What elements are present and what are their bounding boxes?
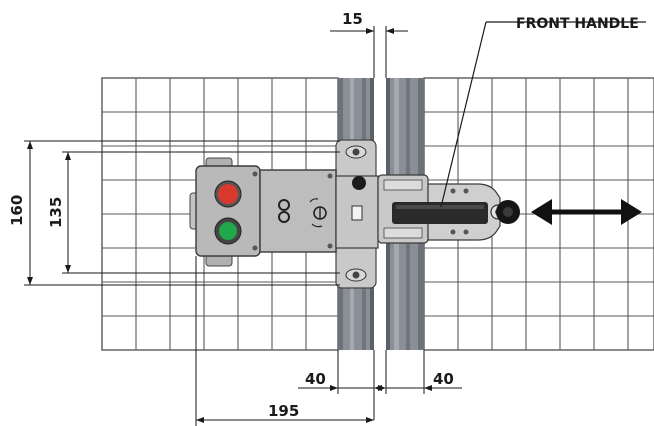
front-handle-leader bbox=[440, 21, 646, 208]
dimension-height-inner-value: 135 bbox=[47, 197, 65, 228]
dimension-right-profile-value: 40 bbox=[433, 370, 454, 388]
dimension-height-outer-value: 160 bbox=[8, 195, 26, 226]
dimension-height-outer bbox=[24, 140, 340, 286]
actuator-slot bbox=[351, 205, 363, 221]
mounting-screw-bottom bbox=[345, 268, 367, 282]
dimension-height-inner bbox=[62, 151, 340, 274]
mounting-screw-top bbox=[345, 145, 367, 159]
dimension-gap-top bbox=[330, 26, 408, 78]
dimension-overall-width-value: 195 bbox=[268, 402, 299, 420]
dimension-overall-width bbox=[195, 256, 374, 426]
unlock-key-icon bbox=[309, 198, 327, 228]
start-button-green bbox=[214, 217, 242, 245]
front-handle-label: FRONT HANDLE bbox=[516, 16, 639, 32]
dimension-gap-top-value: 15 bbox=[342, 10, 363, 28]
double-headed-arrow-icon bbox=[531, 199, 642, 225]
dimension-right-profile bbox=[378, 350, 462, 394]
indicator-lamp bbox=[352, 176, 366, 190]
switch-housing bbox=[189, 157, 379, 267]
dimension-left-profile-value: 40 bbox=[305, 370, 326, 388]
front-handle bbox=[377, 174, 520, 244]
key-slot-icon bbox=[278, 199, 290, 223]
stop-button-red bbox=[214, 180, 242, 208]
